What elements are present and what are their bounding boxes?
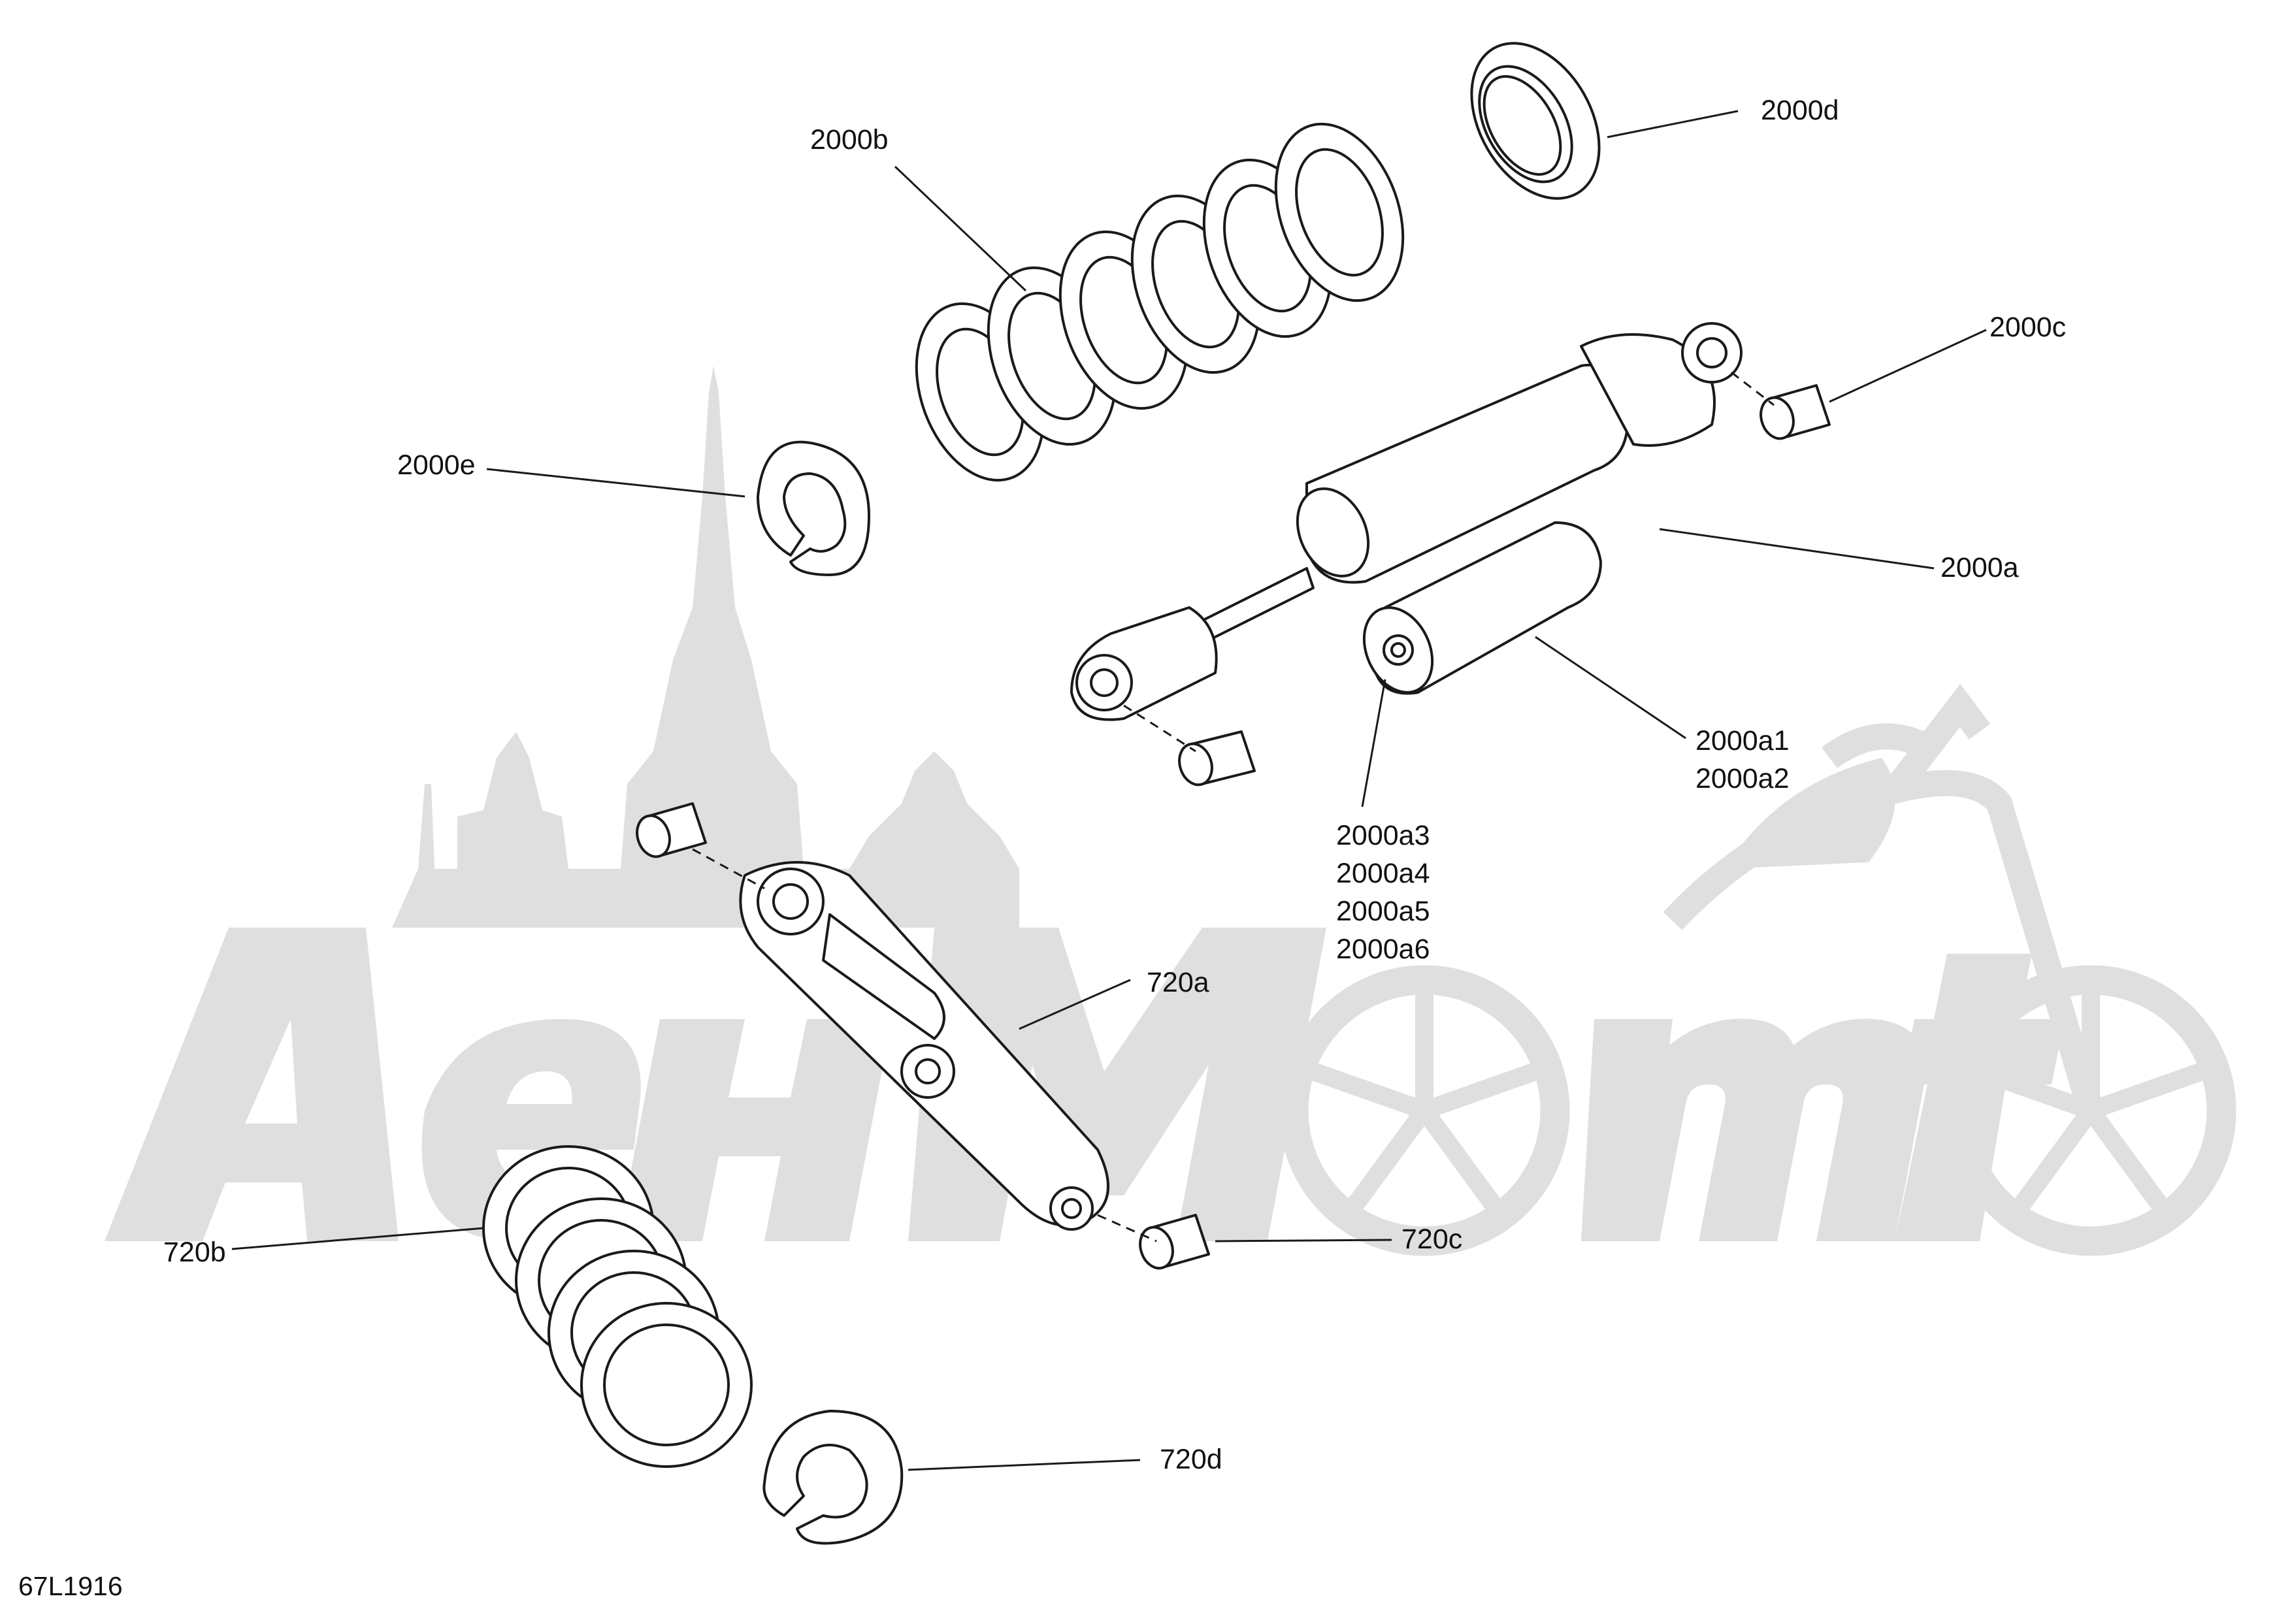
parts [482,42,1831,1545]
leader-2000d [1607,110,1739,138]
part-720a-shock-absorber [739,861,1109,1231]
leader-720b [231,1227,484,1250]
watermark-letter-t [1895,954,2065,1241]
watermark-letter-n [617,1019,892,1241]
watermark-wheel-front-spokes [1976,993,2205,1214]
callout-720a: 720a [1147,967,1209,998]
callout-720c: 720c [1401,1224,1463,1255]
axis-lines [692,371,1775,1242]
callout-720d: 720d [1160,1444,1222,1475]
part-2000a-shock-absorber [1070,322,1743,721]
part-bushing-top-720 [636,802,707,858]
callout-2000a5: 2000a5 [1336,896,1430,927]
watermark [105,366,2236,1256]
callout-2000a1: 2000a1 [1695,725,1790,756]
watermark-wheel-rear [1279,965,1570,1256]
watermark-wheel-front [1945,965,2236,1256]
leader-2000a [1659,528,1935,570]
callout-2000a3: 2000a3 [1336,820,1430,851]
leader-2000e [486,468,745,498]
part-2000c-bushing-upper [1760,384,1831,440]
part-2000e-split-retainer [757,440,870,576]
watermark-letter-m2 [1581,1018,1926,1241]
callout-2000c: 2000c [1989,312,2067,343]
callout-2000a6: 2000a6 [1336,934,1430,965]
callout-2000b: 2000b [810,124,889,155]
leader-2000c [1829,329,1987,403]
callout-2000a: 2000a [1940,552,2019,583]
callout-2000e: 2000e [397,449,476,481]
part-720d-split-retainer [762,1410,904,1545]
watermark-letter-a [105,928,399,1241]
leader-2000b [894,165,1027,292]
part-bushing-lower-2000 [1178,730,1256,787]
part-720b-coil-spring [482,1145,753,1468]
leader-lines [231,110,1987,1471]
leader-2000a1 [1535,636,1686,739]
callout-720b: 720b [163,1237,226,1268]
watermark-motorcycle-tank [1725,758,1895,869]
callout-2000a4: 2000a4 [1336,858,1430,889]
part-2000b-coil-spring [915,122,1405,482]
callout-2000a2: 2000a2 [1695,763,1790,794]
leader-2000a3 [1361,679,1386,807]
part-2000d-spring-seat [1470,42,1601,200]
leader-720d [908,1459,1141,1471]
watermark-skyline [392,366,1019,928]
drawing-code: 67L1916 [18,1571,123,1601]
callout-2000d: 2000d [1761,95,1839,126]
leader-720c [1215,1239,1392,1242]
part-720c-bushing [1139,1214,1210,1270]
leader-720a [1019,979,1131,1030]
watermark-wheel-rear-spokes [1310,993,1539,1214]
